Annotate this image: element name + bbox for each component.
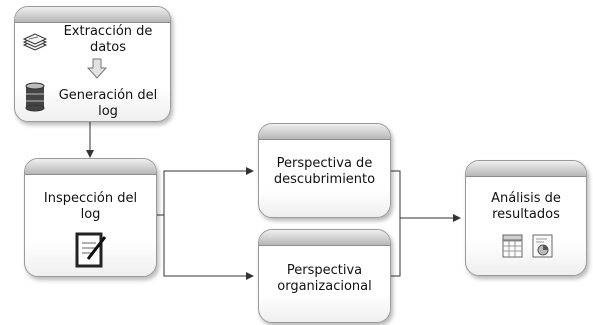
report-chart-icon (532, 234, 553, 258)
inspection-box: Inspección del log (24, 158, 157, 277)
analysis-box: Análisis de resultados (465, 160, 587, 276)
discovery-line1: Perspectiva de (276, 156, 373, 171)
box-header (466, 161, 586, 177)
organizational-box: Perspectiva organizacional (258, 229, 391, 323)
arrow-to-organizational (163, 215, 254, 280)
inspection-label: Inspección del log (25, 191, 156, 223)
analysis-line2: resultados (492, 207, 560, 222)
organizational-line1: Perspectiva (286, 263, 363, 278)
discovery-box: Perspectiva de descubrimiento (258, 123, 391, 218)
box-header (15, 7, 170, 23)
arrow-to-discovery (163, 167, 254, 215)
discovery-label: Perspectiva de descubrimiento (259, 156, 390, 188)
box-header (259, 124, 390, 140)
analysis-line1: Análisis de (491, 191, 561, 206)
spreadsheet-icon (502, 234, 523, 258)
organizational-line2: organizacional (277, 279, 372, 294)
inspection-line1: Inspección del (43, 191, 138, 206)
organizational-label: Perspectiva organizacional (259, 263, 390, 295)
box-header (259, 230, 390, 246)
extraction-line2: datos (89, 40, 127, 55)
generation-line1: Generación del (58, 88, 158, 103)
extraction-label: Extracción de datos (52, 24, 164, 56)
extraction-line1: Extracción de (63, 24, 153, 39)
discovery-line2: descubrimiento (273, 172, 376, 187)
inspection-line2: log (80, 207, 101, 222)
down-arrow-icon (87, 58, 107, 79)
generation-label: Generación del log (52, 88, 164, 120)
document-pen-icon (75, 232, 107, 268)
generation-line2: log (98, 104, 118, 119)
database-icon (25, 82, 45, 112)
box-header (25, 159, 156, 175)
stacked-papers-icon (22, 33, 48, 51)
analysis-label: Análisis de resultados (466, 191, 586, 223)
line-discovery-to-merge (389, 170, 401, 277)
